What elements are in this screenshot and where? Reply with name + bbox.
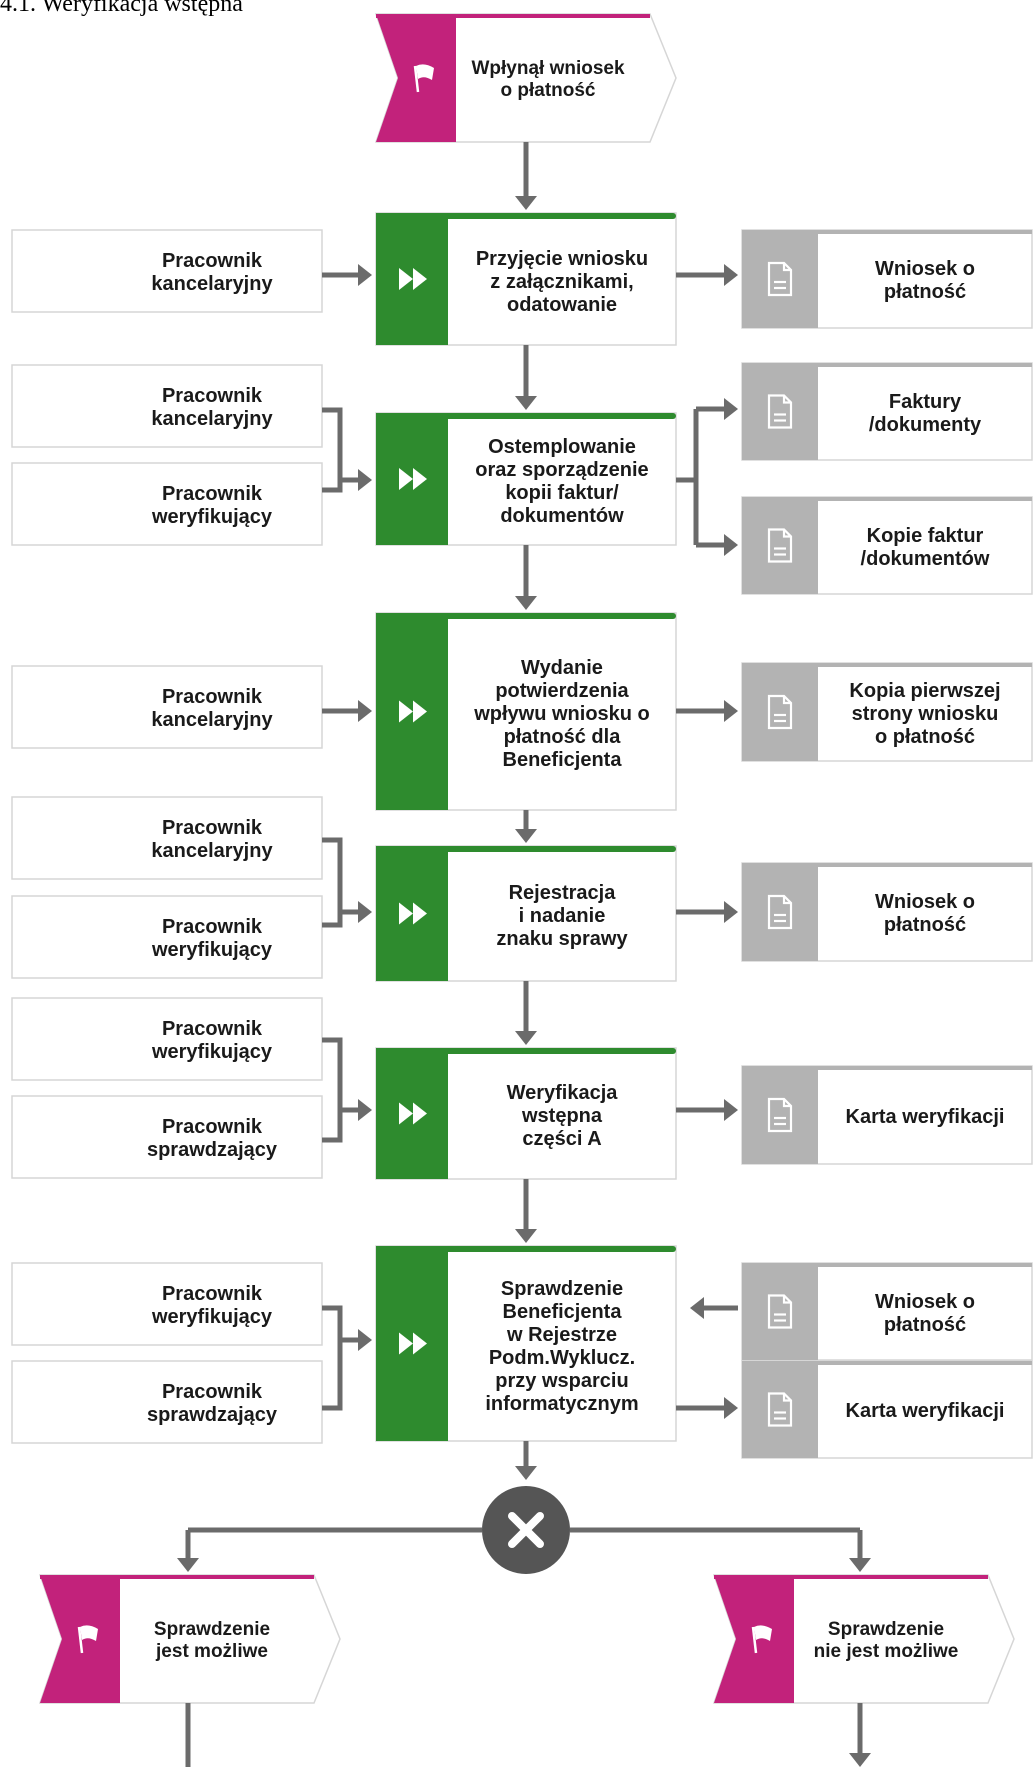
arrow-head [515,1031,537,1045]
document-icon [767,528,793,563]
fast-forward-icon [399,700,427,723]
f5-label: Weryfikacja wstępna części A [506,1082,618,1150]
d4-label: Wniosek o płatność [874,891,975,936]
r6b-label: Pracownik sprawdzający [146,1381,278,1426]
person-icon [42,1121,72,1153]
r4b-label: Pracownik weryfikujący [151,916,273,961]
f6-label: Sprawdzenie Beneficjenta w Rejestrze Pod… [485,1277,639,1415]
r5a-label: Pracownik weryfikujący [151,1018,273,1063]
d5-label: Karta weryfikacji [845,1105,1005,1128]
ev_start-label: Wpłynął wniosek o płatność [471,58,625,101]
person-icon [42,822,72,854]
f2-label: Ostemplowanie oraz sporządzenie kopii fa… [475,436,649,527]
arrow-head [358,1329,372,1351]
role-card [11,229,323,313]
arrow-head [849,1753,871,1767]
person-icon [42,691,72,723]
arrow-head [724,264,738,286]
ev_left-label: Sprawdzenie jest możliwe [153,1619,271,1662]
fast-forward-icon [399,902,427,925]
fast-forward-icon [399,268,427,290]
r3-label: Pracownik kancelaryjny [151,686,273,731]
f3-label: Wydanie potwierdzenia wpływu wniosku o p… [474,657,650,771]
arrow-head [515,196,537,210]
document-icon [767,1392,793,1427]
flag-icon [77,1625,98,1654]
role-card [11,1360,323,1444]
arrow-head [724,1099,738,1121]
arrow-head [724,1397,738,1419]
r1-label: Pracownik kancelaryjny [151,250,273,295]
connector-line [322,407,343,493]
role-card [11,462,323,546]
r6a-label: Pracownik weryfikujący [151,1283,273,1328]
fast-forward-icon [399,1332,427,1355]
role-card [11,364,323,448]
f1-label: Przyjęcie wniosku z załącznikami, odatow… [475,247,649,316]
document-icon [767,394,793,429]
arrow-head [358,700,372,722]
document-icon [767,894,793,930]
section-heading: 4.1. Weryfikacja wstępna [0,0,360,36]
arrow-head [724,700,738,722]
person-icon [42,255,72,287]
person-icon [42,488,72,520]
flag-icon [751,1625,772,1654]
document-icon [767,261,793,297]
arrow-head [849,1558,871,1572]
ev_right-label: Sprawdzenie nie jest możliwe [813,1619,959,1662]
d1-label: Wniosek o płatność [874,258,975,303]
arrow-head [358,901,372,923]
role-card [11,1095,323,1179]
arrow-head [515,829,537,843]
arrow-head [515,396,537,410]
flag-icon [413,64,434,93]
arrow-head [724,398,738,420]
f4-label: Rejestracja i nadanie znaku sprawy [496,882,628,950]
fast-forward-icon [399,468,427,490]
r5b-label: Pracownik sprawdzający [146,1116,278,1161]
document-icon [767,1294,793,1329]
role-card [11,1262,323,1346]
d2b-label: Kopie faktur /dokumentów [860,524,990,570]
person-icon [42,921,72,953]
person-icon [42,1023,72,1055]
arrow-head [515,1229,537,1243]
document-icon [767,694,793,730]
connector-line [322,1305,343,1411]
arrow-head [177,1558,199,1572]
connector-line [322,1037,343,1143]
person-icon [42,1288,72,1320]
d3-label: Kopia pierwszej strony wniosku o płatnoś… [849,679,1001,748]
person-icon [42,390,72,422]
role-card [11,895,323,979]
d6b-label: Karta weryfikacji [845,1400,1005,1422]
d6a-label: Wniosek o płatność [874,1290,975,1336]
role-card [11,665,323,749]
document-icon [767,1097,793,1133]
arrow-head [724,901,738,923]
r2a-label: Pracownik kancelaryjny [151,385,273,430]
arrow-head [515,1466,537,1480]
d2a-label: Faktury /dokumenty [868,390,982,436]
r2b-label: Pracownik weryfikujący [151,483,273,528]
fast-forward-icon [399,1102,427,1125]
connector-line [322,837,343,928]
arrow-head [515,596,537,610]
arrow-head [358,469,372,491]
r4a-label: Pracownik kancelaryjny [151,817,273,862]
arrow-head [358,1099,372,1121]
x-icon [508,1512,544,1548]
arrow-head [724,534,738,556]
arrow-head [690,1297,704,1319]
arrow-head [358,264,372,286]
person-icon [42,1386,72,1418]
